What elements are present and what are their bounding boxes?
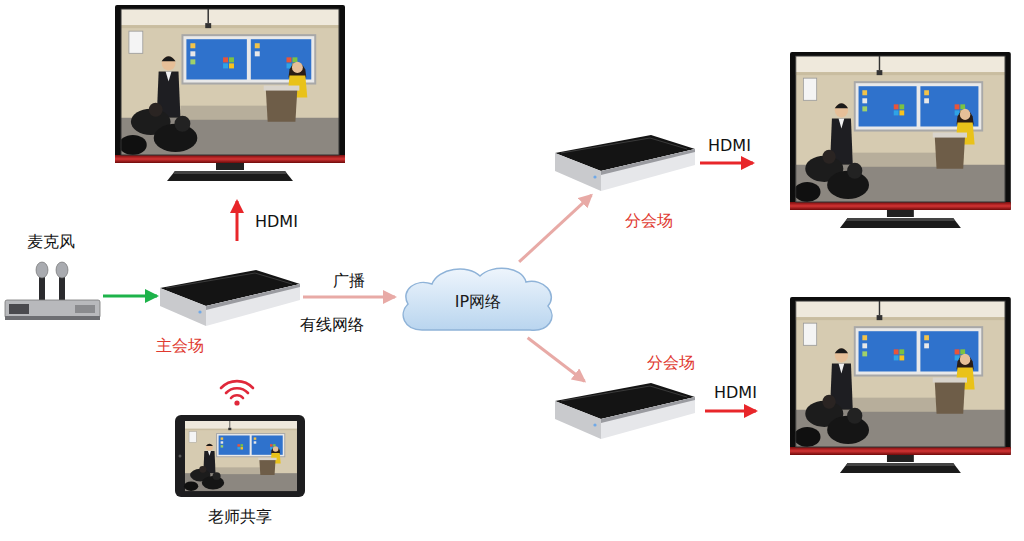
venue-label: 分会场: [647, 353, 695, 373]
device-picture: [555, 383, 695, 441]
hdmi-arrow: [700, 162, 753, 165]
tv-monitor: [790, 52, 1011, 228]
main-venue-box: 主会场: [160, 270, 300, 328]
branch-venue-box: 分会场: [555, 383, 695, 441]
device-picture: [555, 135, 695, 193]
network-name: IP网络: [455, 292, 501, 312]
hdmi-arrow: [705, 410, 756, 413]
tv-monitor: [115, 5, 345, 181]
flow-arrow: [303, 296, 395, 299]
teacher-tablet: 老师共享: [175, 415, 305, 497]
network-cloud: IP网络: [398, 264, 558, 336]
network-label: 有线网络: [300, 315, 364, 335]
signal-label: HDMI: [714, 383, 757, 403]
device-picture: [160, 270, 300, 328]
flow-arrow: [528, 338, 585, 381]
device-picture: [175, 415, 305, 497]
venue-label: 主会场: [156, 336, 204, 356]
branch-venue-box: 分会场: [555, 135, 695, 193]
signal-label: HDMI: [255, 212, 298, 232]
device-picture: [160, 270, 300, 326]
flow-arrow: [103, 295, 157, 298]
device-picture: [5, 262, 100, 322]
microphone-receiver: 麦克风: [5, 262, 100, 322]
edge-label: 广播: [333, 271, 365, 291]
flow-arrow: [519, 195, 591, 262]
venue-label: 老师共享: [208, 507, 272, 527]
device-picture: [5, 262, 100, 320]
device-picture: [175, 415, 305, 497]
device-picture: [555, 135, 695, 191]
hdmi-arrow: [236, 201, 239, 241]
venue-label: 分会场: [625, 211, 673, 231]
signal-label: HDMI: [708, 136, 751, 156]
venue-label: 麦克风: [27, 232, 75, 252]
device-picture: [555, 383, 695, 439]
tv-monitor: [790, 297, 1011, 473]
cloud-outline: [403, 268, 552, 330]
wifi-icon: [221, 381, 253, 406]
